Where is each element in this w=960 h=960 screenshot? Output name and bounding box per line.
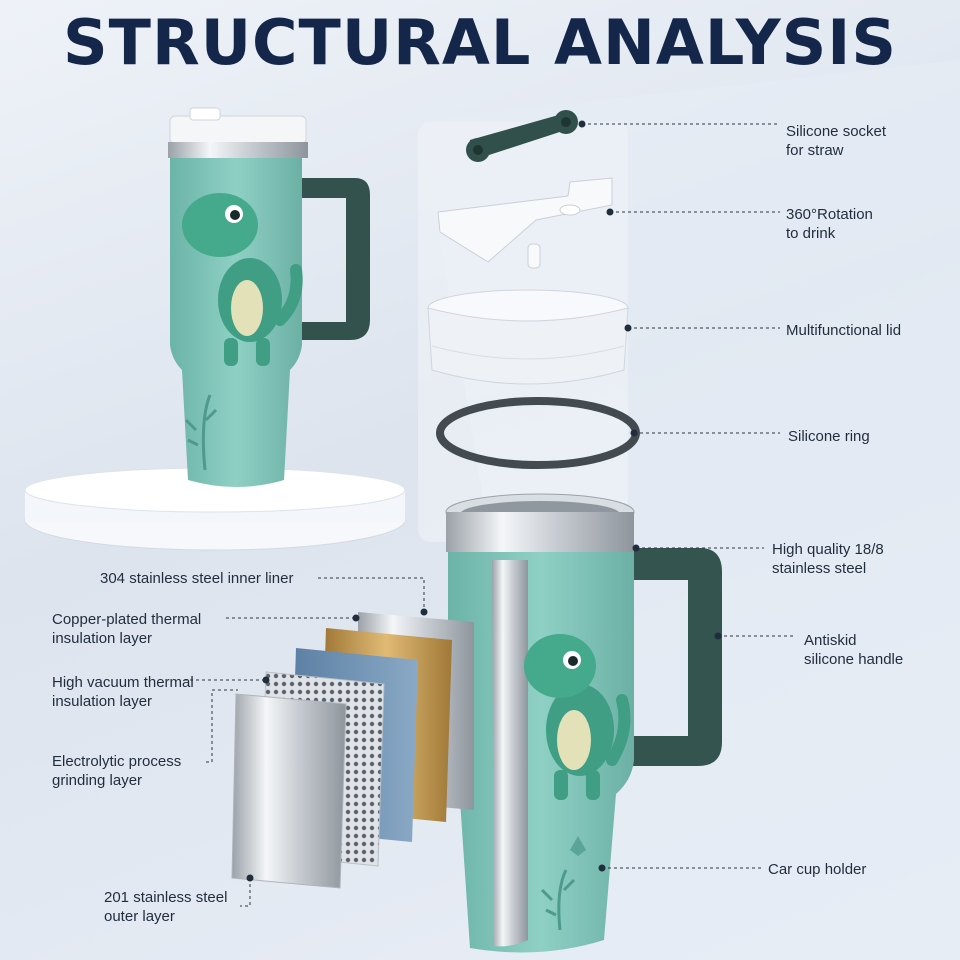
label-straw-socket: Silicone socket for straw [786,123,887,159]
silicone-straw-socket [466,110,578,162]
label-car-holder: Car cup holder [768,861,867,878]
leaf-pattern-large [540,869,576,931]
straw-cap-small [189,107,221,121]
label-steel-1888: High quality 18/8 stainless steel [772,541,884,577]
label-lid: Multifunctional lid [786,322,902,339]
steel-cutaway [492,560,528,947]
page-title: STRUCTURAL ANALYSIS [63,6,897,79]
footprint-pattern [570,836,586,856]
leaf-pattern-small [184,394,218,471]
cutaway-tumbler [445,493,722,953]
handle-small [298,178,370,340]
label-copper-layer: Copper-plated thermal insulation layer [52,611,202,647]
multifunctional-lid [427,289,629,385]
steel-rim-small [168,142,308,158]
dinosaur-illustration-small [182,193,303,366]
handle-large [628,548,722,766]
dinosaur-illustration-large [524,634,631,800]
leader-lines [184,123,796,907]
label-ring: Silicone ring [788,428,870,445]
insulation-layers [231,612,474,889]
label-inner-liner: 304 stainless steel inner liner [100,570,294,587]
rotation-lid-piece [437,177,613,269]
leader-dots [246,120,722,882]
steel-rim-large [446,512,634,552]
label-outer-layer: 201 stainless steel outer layer [104,889,228,925]
label-rotation: 360°Rotation to drink [786,206,873,242]
outer-layer [231,693,347,889]
label-handle: Antiskid silicone handle [804,632,904,668]
lid-small [169,115,307,145]
label-vacuum-layer: High vacuum thermal insulation layer [52,674,194,710]
label-grinding-layer: Electrolytic process grinding layer [52,753,182,789]
assembled-tumbler [24,107,406,551]
